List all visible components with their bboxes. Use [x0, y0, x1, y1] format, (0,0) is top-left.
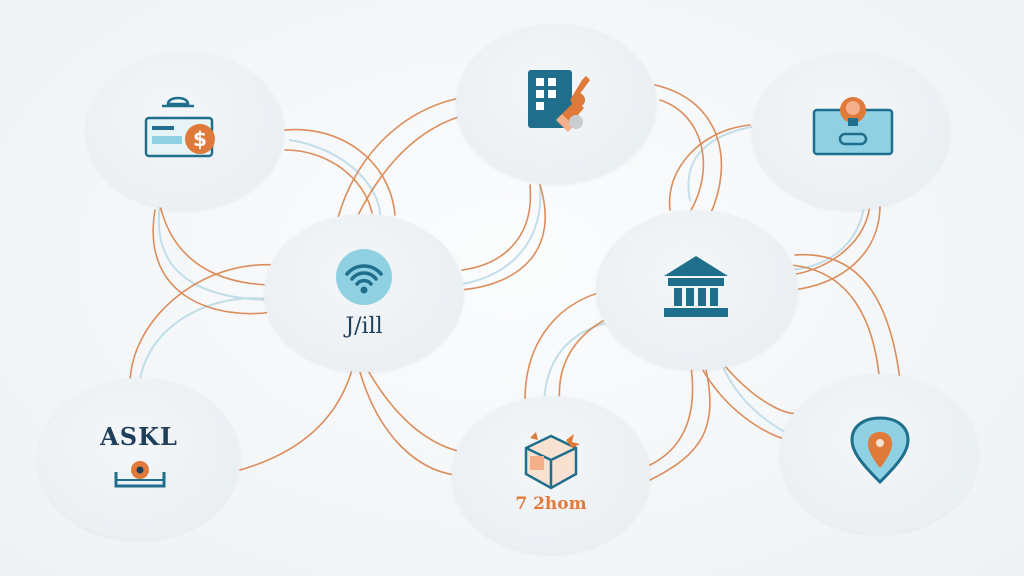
wifi-node-label: J/ill [345, 314, 383, 339]
node-wifi[interactable]: J/ill [264, 214, 464, 372]
package-icon [524, 432, 580, 490]
node-vr[interactable]: ASKL [38, 378, 240, 540]
package-node-label: 7 2hom [515, 494, 587, 514]
svg-text:$: $ [193, 127, 207, 151]
bank-icon [664, 256, 728, 317]
node-location[interactable] [780, 374, 978, 534]
node-card[interactable] [752, 52, 950, 210]
card-bulb-icon [812, 97, 894, 156]
node-package[interactable]: 7 2hom [452, 396, 650, 554]
node-bank[interactable] [596, 210, 798, 370]
wallet-dollar-icon: $ [144, 96, 215, 158]
vr-headset-icon [114, 461, 166, 488]
location-pin-icon [850, 416, 910, 485]
node-building-tools[interactable] [456, 24, 656, 184]
node-payments[interactable]: $ [86, 52, 284, 210]
wifi-icon [336, 249, 392, 305]
building-wrench-icon [528, 70, 590, 132]
vr-node-label: ASKL [100, 422, 178, 451]
